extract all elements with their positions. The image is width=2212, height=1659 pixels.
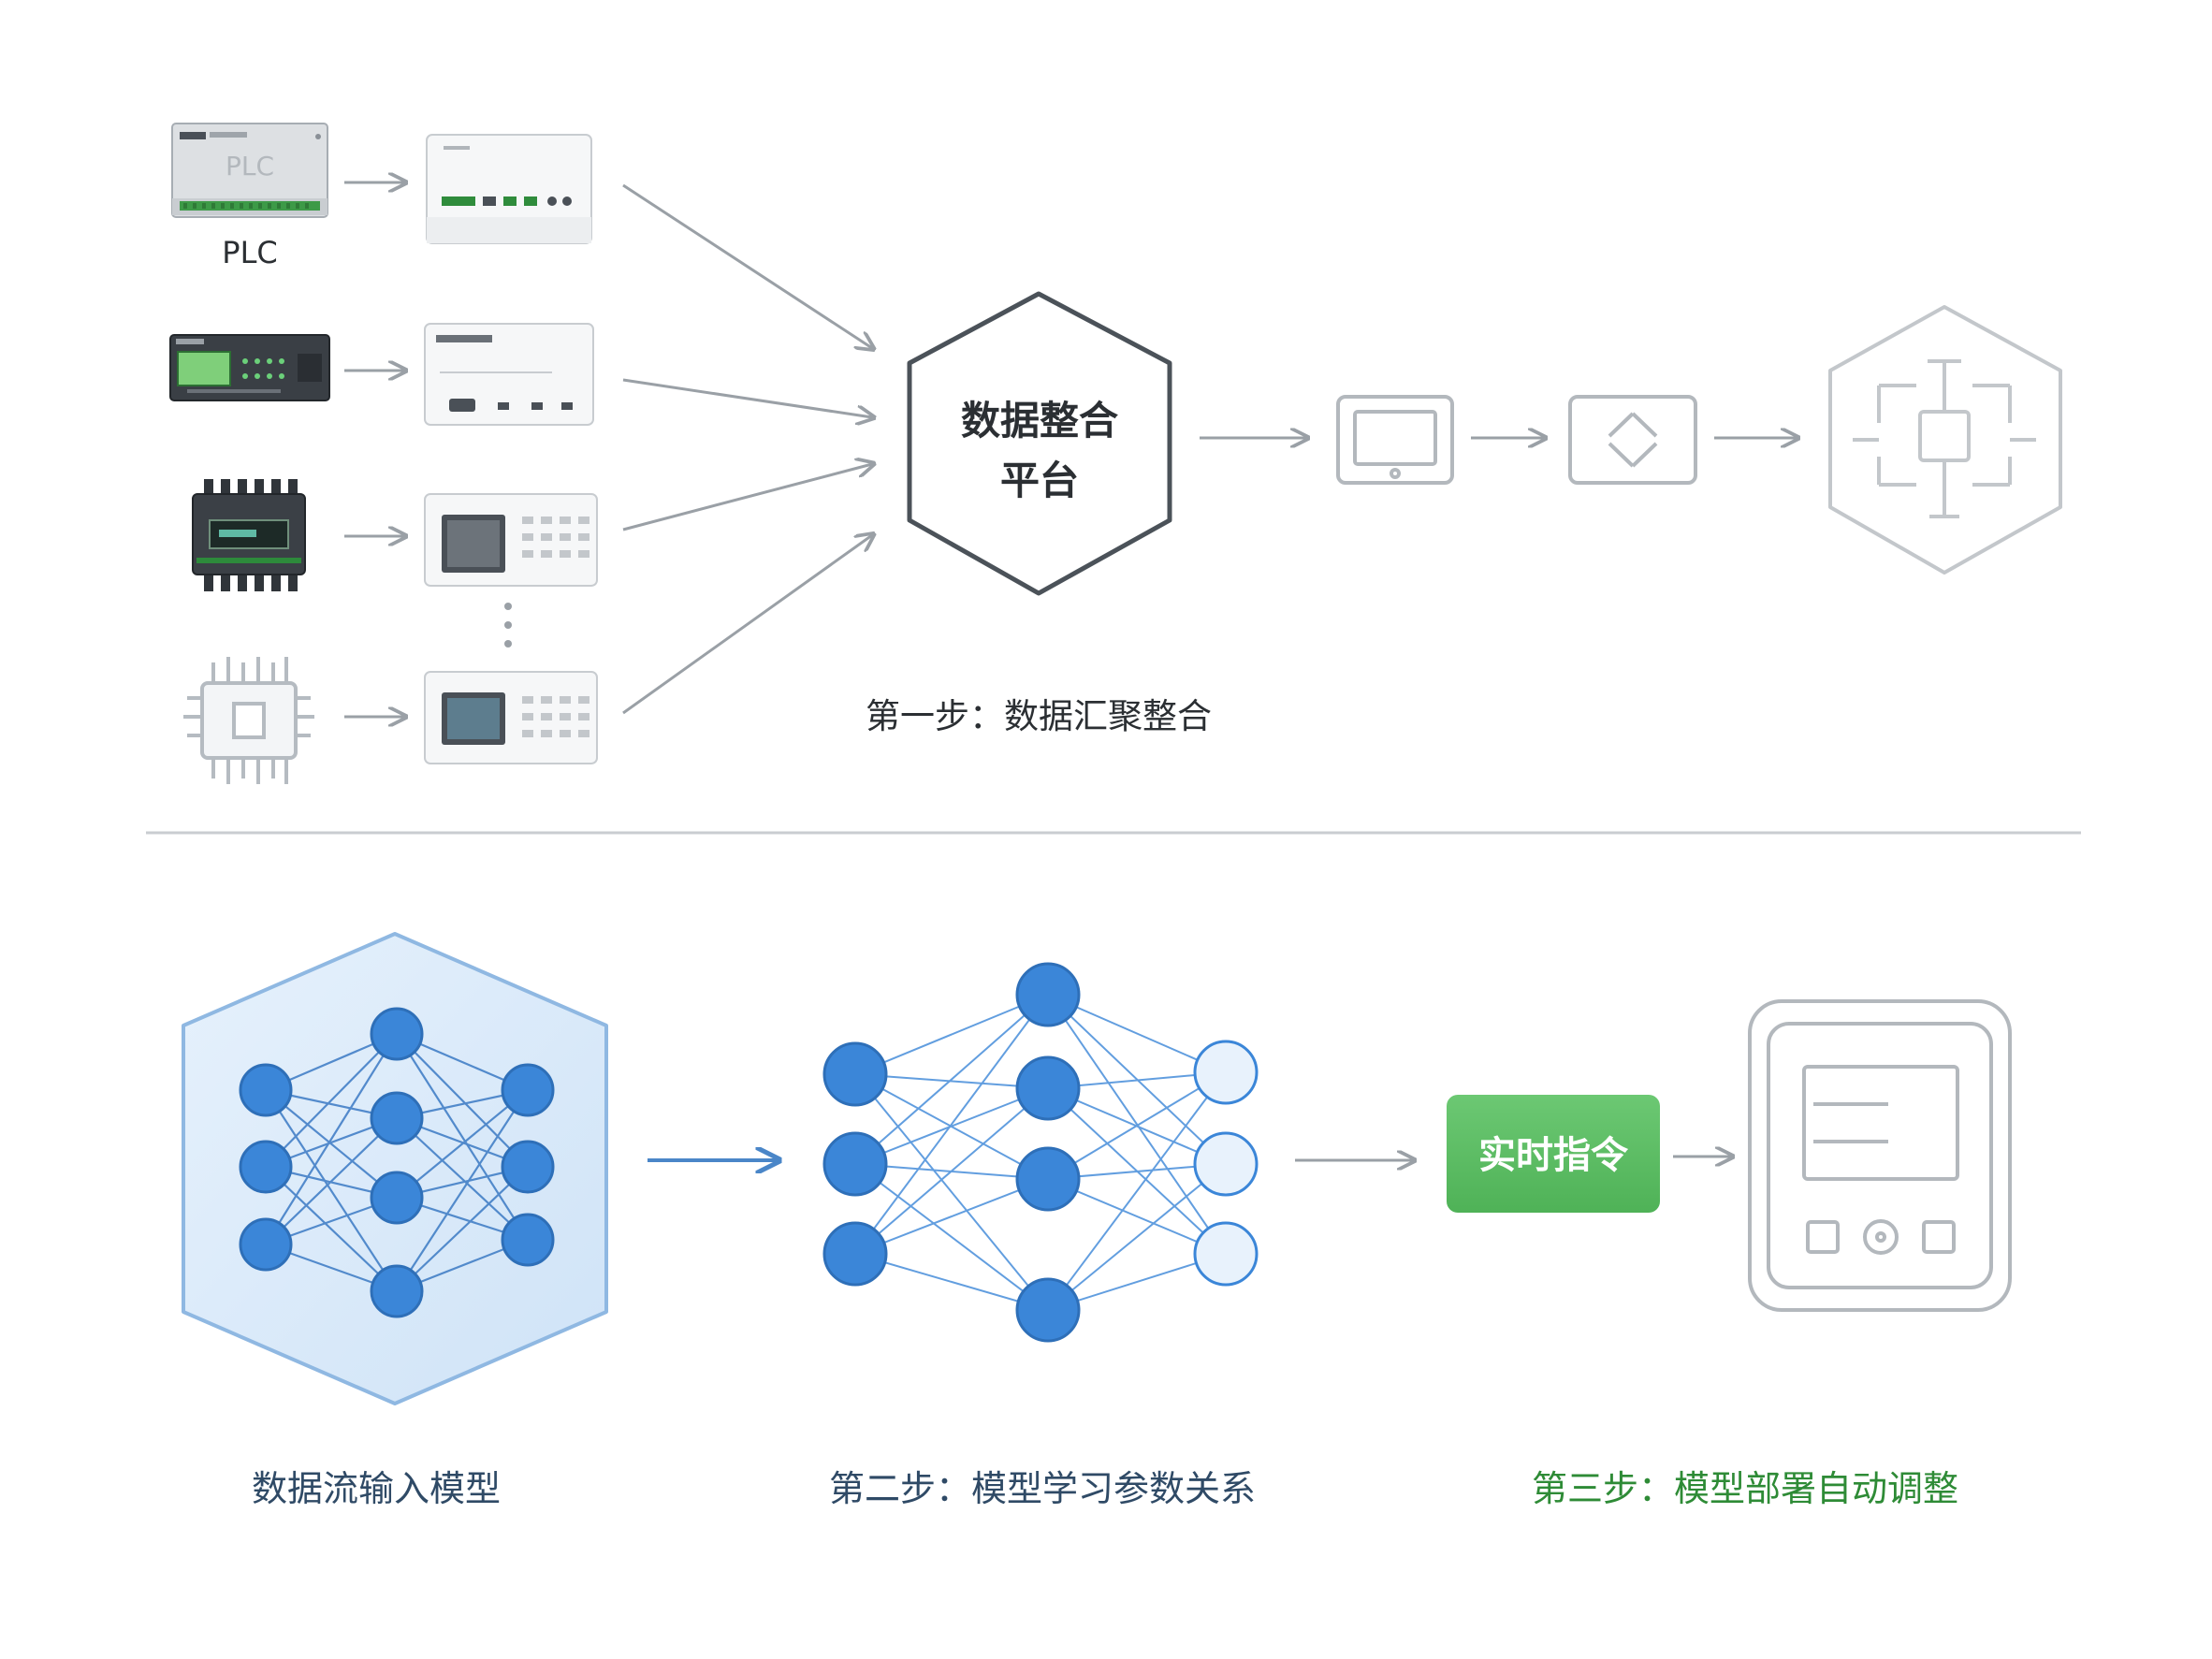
network-edge: [396, 1166, 529, 1292]
network-edge: [396, 1033, 529, 1168]
gateway-device-1: [426, 134, 592, 244]
network-node: [1193, 1221, 1259, 1287]
network-node: [822, 1221, 888, 1287]
gateway-device-2: [424, 323, 594, 426]
network-node: [822, 1041, 888, 1107]
network-node: [1193, 1040, 1259, 1105]
learning-network-nodes: [822, 962, 1259, 1343]
gateway-to-platform-arrows: [622, 183, 872, 715]
network-node: [370, 1264, 424, 1318]
sync-icon: [1568, 395, 1697, 485]
network-node: [239, 1217, 293, 1272]
plc-device-text: PLC: [226, 151, 274, 182]
network-node: [1015, 1146, 1081, 1212]
network-edge: [265, 1033, 398, 1168]
gateway-device-4: [424, 671, 598, 764]
network-edge: [854, 1163, 1049, 1311]
network-edge: [396, 1117, 529, 1241]
network-edge: [396, 1089, 529, 1292]
network-edge: [854, 994, 1049, 1255]
network-edge: [854, 1087, 1049, 1165]
learning-network-edges: [854, 994, 1227, 1311]
platform-title-line2: 平台: [1000, 458, 1079, 503]
network-edge: [1047, 994, 1227, 1255]
network-node: [501, 1063, 555, 1117]
network-edge: [854, 1253, 1049, 1311]
network-node: [822, 1131, 888, 1197]
chip-sensor-device: [183, 657, 314, 784]
tablet-icon: [1336, 395, 1454, 485]
network-edge: [854, 994, 1049, 1165]
network-node: [239, 1063, 293, 1117]
network-edge: [265, 1089, 398, 1199]
network-edge: [265, 1033, 398, 1245]
network-edge: [854, 1073, 1049, 1311]
input-model-hexagon: [182, 932, 608, 1405]
data-integration-platform: 数据整合 平台: [907, 291, 1172, 596]
network-edge: [396, 1089, 529, 1199]
network-node: [1193, 1131, 1259, 1197]
network-edge: [265, 1089, 398, 1292]
more-devices-ellipsis: [504, 603, 512, 648]
io-module-device: [192, 479, 306, 591]
network-node: [501, 1213, 555, 1267]
gateway-device-3: [424, 493, 598, 587]
network-node: [501, 1140, 555, 1194]
step3-caption: 第三步：模型部署自动调整: [1532, 1468, 1958, 1509]
device-to-gateway-arrows: [344, 182, 404, 717]
input-network-nodes: [239, 1007, 555, 1318]
network-node: [1015, 962, 1081, 1027]
network-edge: [1047, 1163, 1227, 1311]
controller-panel-icon: [1748, 999, 2012, 1312]
hmi-controller-device: [169, 334, 330, 401]
realtime-command-label: 实时指令: [1478, 1134, 1629, 1177]
network-edge: [396, 1033, 529, 1241]
ai-chip-icon: [1828, 305, 2062, 575]
network-node: [370, 1171, 424, 1225]
network-node: [370, 1091, 424, 1145]
plc-device: PLC: [171, 123, 328, 218]
network-node: [1015, 1277, 1081, 1343]
network-edge: [854, 994, 1049, 1075]
step1-caption: 第一步：数据汇聚整合: [866, 696, 1212, 736]
network-edge: [265, 1117, 398, 1245]
network-node: [239, 1140, 293, 1194]
network-node: [1015, 1055, 1081, 1121]
network-edge: [1047, 994, 1227, 1073]
network-edge: [854, 1178, 1049, 1255]
network-edge: [1047, 1071, 1227, 1311]
plc-label: PLC: [222, 235, 277, 270]
network-edge: [265, 1166, 398, 1292]
realtime-command-button[interactable]: 实时指令: [1447, 1095, 1660, 1213]
network-edge: [854, 1087, 1049, 1255]
step2-caption: 第二步：模型学习参数关系: [829, 1468, 1256, 1509]
data-input-caption: 数据流输入模型: [252, 1468, 501, 1509]
network-edge: [1047, 1071, 1227, 1180]
network-node: [370, 1007, 424, 1061]
platform-title-line1: 数据整合: [961, 398, 1118, 444]
